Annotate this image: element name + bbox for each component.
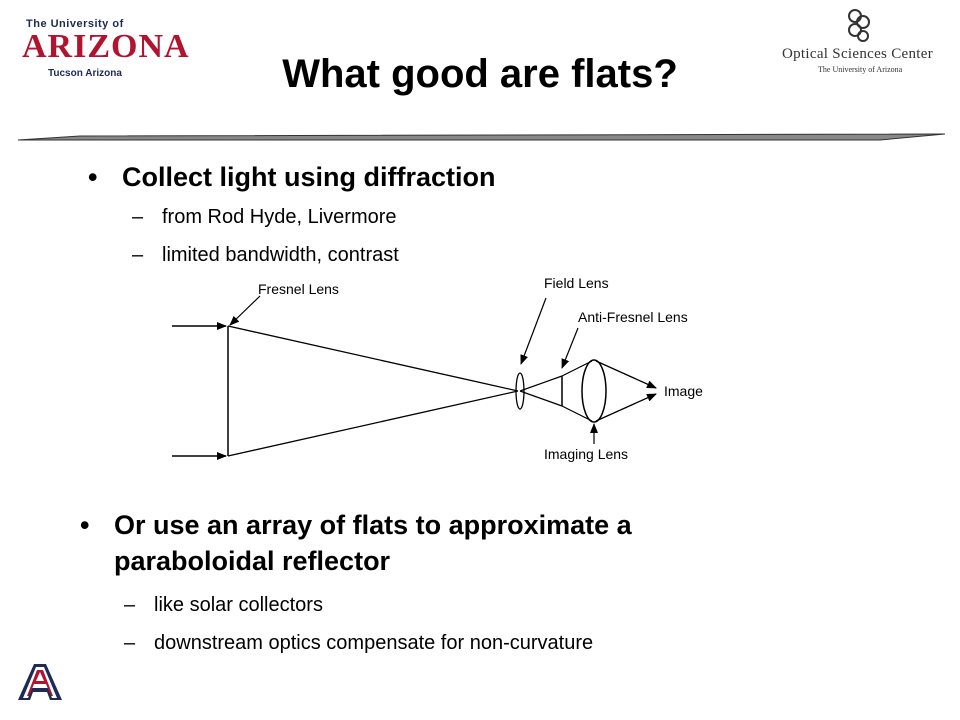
sub-dash: – [132,206,144,228]
converging-ray-top [227,325,519,392]
sub-dash: – [124,632,136,654]
ua-logo-line3: Tucson Arizona [48,68,122,79]
osc-emblem-icon [848,9,870,42]
university-of-arizona-logo: The University of ARIZONA Tucson Arizona [18,16,189,80]
sub-dash: – [124,594,136,616]
bullet-array-of-flats-line1: Or use an array of flats to approximate … [114,510,632,540]
bullet-dot: • [80,510,90,540]
sub-item-solar-collectors: like solar collectors [154,594,323,616]
sub-item-bandwidth: limited bandwidth, contrast [162,244,399,266]
bullet-dot: • [88,162,98,192]
anti-fresnel-leader [561,327,579,369]
diverging-ray-bottom [519,390,563,407]
image-ray-top [595,360,657,389]
fresnel-lens-leader [229,295,261,326]
fresnel-lens-label: Fresnel Lens [258,281,339,297]
sub-item-downstream-optics: downstream optics compensate for non-cur… [154,632,594,654]
optical-sciences-center-logo: Optical Sciences Center The University o… [780,8,945,80]
ua-logo-line1: The University of [26,18,124,30]
title-divider [17,133,946,141]
fresnel-optics-diagram: Fresnel Lens Field Lens Anti-Fresnel Len… [172,275,703,462]
field-lens [515,372,525,410]
spread-ray-top [561,360,593,377]
imaging-lens [581,359,607,423]
block-a-logo-icon [18,664,62,700]
field-lens-leader [520,297,547,365]
field-lens-label: Field Lens [544,275,609,291]
converging-ray-bottom [227,390,519,457]
osc-logo-subname: The University of Arizona [818,65,903,74]
image-label: Image [664,383,703,399]
bullet-array-of-flats-line2: paraboloidal reflector [114,546,391,576]
imaging-lens-label: Imaging Lens [544,446,628,462]
slide-title: What good are flats? [282,52,678,96]
diverging-ray-top [519,375,563,392]
osc-logo-name: Optical Sciences Center [782,46,934,62]
spread-ray-bottom [561,405,593,422]
ua-logo-wordmark: ARIZONA [22,28,190,65]
bullet-collect-light: Collect light using diffraction [122,162,496,192]
image-ray-bottom [595,393,657,422]
sub-item-rod-hyde: from Rod Hyde, Livermore [162,206,397,228]
anti-fresnel-lens-label: Anti-Fresnel Lens [578,309,688,325]
sub-dash: – [132,244,144,266]
